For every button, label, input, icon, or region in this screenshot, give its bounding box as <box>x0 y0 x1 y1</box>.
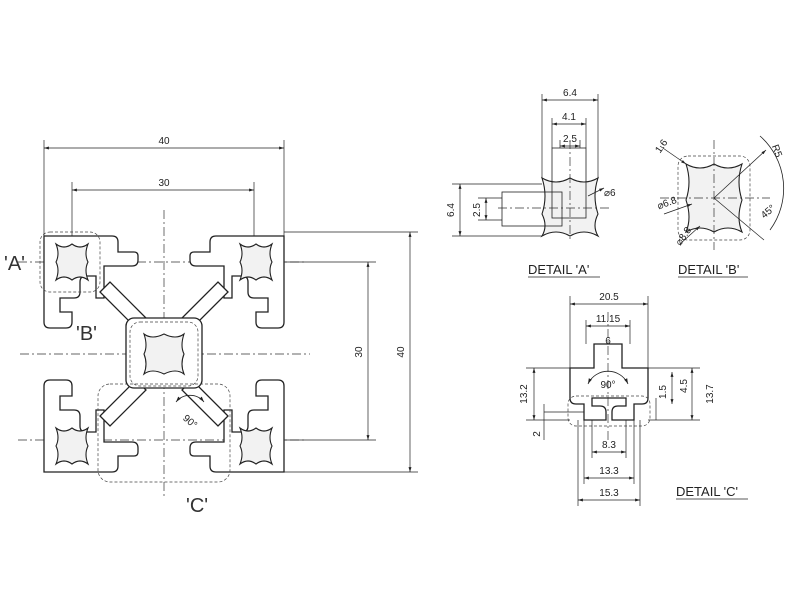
detail-b-radius-label: R5 <box>769 143 784 159</box>
corner-bore-bottom-right <box>238 426 274 466</box>
corner-bore-bottom-left <box>54 426 90 466</box>
detail-a-slot-vertical <box>551 147 587 219</box>
dim-height-slots-label: 30 <box>354 346 365 358</box>
callout-label-b: 'B' <box>76 323 97 345</box>
central-bore <box>142 332 186 376</box>
main-profile-view: 40 30 30 40 90° 'A' 'B' 'C' <box>4 136 418 517</box>
detail-c-dim-top-mid-label: 11.15 <box>596 314 621 325</box>
callout-b <box>129 321 199 387</box>
dim-width-overall-label: 40 <box>158 136 170 147</box>
detail-c-dim-left-small-label: 2 <box>532 431 543 437</box>
detail-c-dim-top-inner-label: 6 <box>605 336 611 347</box>
detail-c-lower-outline <box>567 395 651 427</box>
detail-b-angle-label: 45° <box>759 203 778 221</box>
detail-c-dim-top-outer-label: 20.5 <box>599 292 619 303</box>
detail-c-title: DETAIL 'C' <box>676 484 738 499</box>
detail-b-radius-arc <box>759 135 784 231</box>
detail-b-dia-large-leader <box>679 225 701 245</box>
detail-c-dim-left-height-label: 13.2 <box>519 384 530 404</box>
web-bottom-left <box>99 379 147 427</box>
detail-a-dim-top-mid-label: 4.1 <box>562 112 576 123</box>
detail-a-title: DETAIL 'A' <box>528 262 589 277</box>
detail-c-dim-right-mid-label: 4.5 <box>679 379 690 393</box>
detail-b-angle-line <box>713 197 765 241</box>
callout-a <box>39 231 101 293</box>
detail-a: 6.4 4.1 2.5 6.4 2.5 ⌀6 DETAIL 'A' <box>446 88 616 278</box>
detail-c: 20.5 11.15 6 13.2 2 90° 1.5 4.5 13.7 8.3… <box>519 292 748 506</box>
angle-arc <box>175 394 205 403</box>
corner-bore-top-left <box>54 242 90 282</box>
detail-c-angle-arc <box>587 370 629 385</box>
callout-label-c: 'C' <box>186 495 208 517</box>
detail-a-dim-left-outer-label: 6.4 <box>446 203 457 217</box>
dim-width-slots-label: 30 <box>158 178 170 189</box>
detail-b-title: DETAIL 'B' <box>678 262 739 277</box>
detail-c-dim-bottom-mid-label: 13.3 <box>599 466 619 477</box>
detail-a-dim-top-inner-label: 2.5 <box>563 134 577 145</box>
detail-c-dim-right-small-label: 1.5 <box>658 385 669 399</box>
detail-b-dia-small-leader <box>663 203 693 215</box>
detail-a-diameter-label: ⌀6 <box>604 188 616 199</box>
detail-b-chamfer-leader <box>659 145 687 165</box>
detail-a-dim-left-inner-label: 2.5 <box>472 203 483 217</box>
angle-label: 90° <box>180 413 199 431</box>
dim-height-overall-label: 40 <box>396 346 407 358</box>
detail-c-angle-label: 90° <box>600 380 615 391</box>
corner-bore-top-right <box>238 242 274 282</box>
callout-label-a: 'A' <box>4 253 25 275</box>
web-bottom-right <box>181 379 229 427</box>
detail-a-dim-top-outer-label: 6.4 <box>563 88 577 99</box>
detail-b-radius-leader <box>713 149 767 199</box>
detail-c-dim-right-height-label: 13.7 <box>705 384 716 404</box>
detail-b-chamfer-label: 1.6 <box>653 137 670 155</box>
detail-a-slot-horizontal <box>501 191 563 227</box>
detail-c-dim-bottom-outer-label: 15.3 <box>599 488 619 499</box>
detail-b: 1.6 R5 45° ⌀6.8 ⌀8.8 DETAIL 'B' <box>653 135 784 278</box>
detail-a-leader <box>587 187 605 197</box>
detail-a-bore <box>540 176 600 238</box>
detail-c-dim-bottom-inner-label: 8.3 <box>602 440 616 451</box>
